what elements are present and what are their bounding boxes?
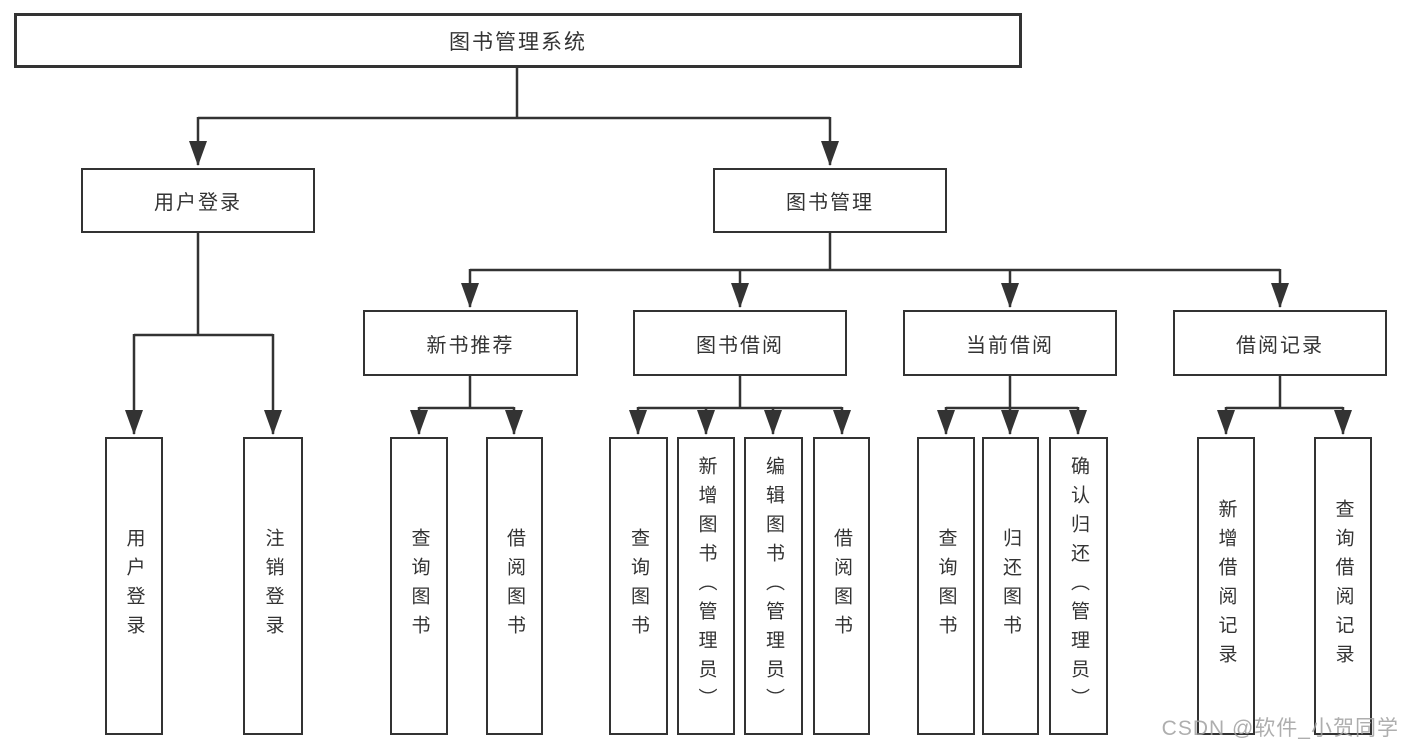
csdn-watermark: CSDN @软件_小贺同学 [1161,717,1399,740]
node-new-book-recommendation: 新书推荐 [363,310,578,376]
leaf-label: 查询图书 [408,528,430,644]
node-library-management-system: 图书管理系统 [14,13,1022,68]
leaf-label: 查询图书 [628,528,649,644]
node-label: 用户登录 [154,192,242,214]
leaf-borrow-books-recommendation: 借阅图书 [486,437,543,735]
leaf-label: 确认归还（管理员） [1068,455,1089,717]
leaf-label: 用户登录 [123,528,145,644]
leaf-add-books-admin: 新增图书（管理员） [677,437,735,735]
leaf-query-books-recommendation: 查询图书 [390,437,448,735]
node-label: 图书管理系统 [449,30,587,54]
leaf-query-books-current: 查询图书 [917,437,975,735]
leaf-confirm-return-admin: 确认归还（管理员） [1049,437,1108,735]
leaf-label: 新增借阅记录 [1215,499,1237,673]
node-book-borrowing: 图书借阅 [633,310,847,376]
node-user-login: 用户登录 [81,168,315,233]
node-label: 借阅记录 [1236,334,1324,357]
node-current-borrowing: 当前借阅 [903,310,1117,376]
leaf-label: 查询借阅记录 [1332,499,1354,673]
leaf-edit-books-admin: 编辑图书（管理员） [744,437,803,735]
leaf-label: 借阅图书 [831,528,852,644]
node-borrowing-records: 借阅记录 [1173,310,1387,376]
node-label: 新书推荐 [426,334,515,357]
leaf-query-books-borrowing: 查询图书 [609,437,668,735]
leaf-borrow-books: 借阅图书 [813,437,870,735]
node-book-management: 图书管理 [713,168,947,233]
leaf-label: 借阅图书 [504,528,525,644]
leaf-query-borrow-record: 查询借阅记录 [1314,437,1372,735]
node-label: 当前借阅 [966,334,1054,357]
leaf-return-books: 归还图书 [982,437,1039,735]
leaf-label: 归还图书 [1000,528,1021,644]
node-label: 图书管理 [786,192,874,214]
leaf-label: 注销登录 [262,528,284,644]
leaf-logout: 注销登录 [243,437,303,735]
leaf-user-login: 用户登录 [105,437,163,735]
leaf-add-borrow-record: 新增借阅记录 [1197,437,1255,735]
leaf-label: 新增图书（管理员） [695,455,717,717]
leaf-label: 编辑图书（管理员） [763,455,784,717]
leaf-label: 查询图书 [935,528,957,644]
node-label: 图书借阅 [696,334,784,357]
